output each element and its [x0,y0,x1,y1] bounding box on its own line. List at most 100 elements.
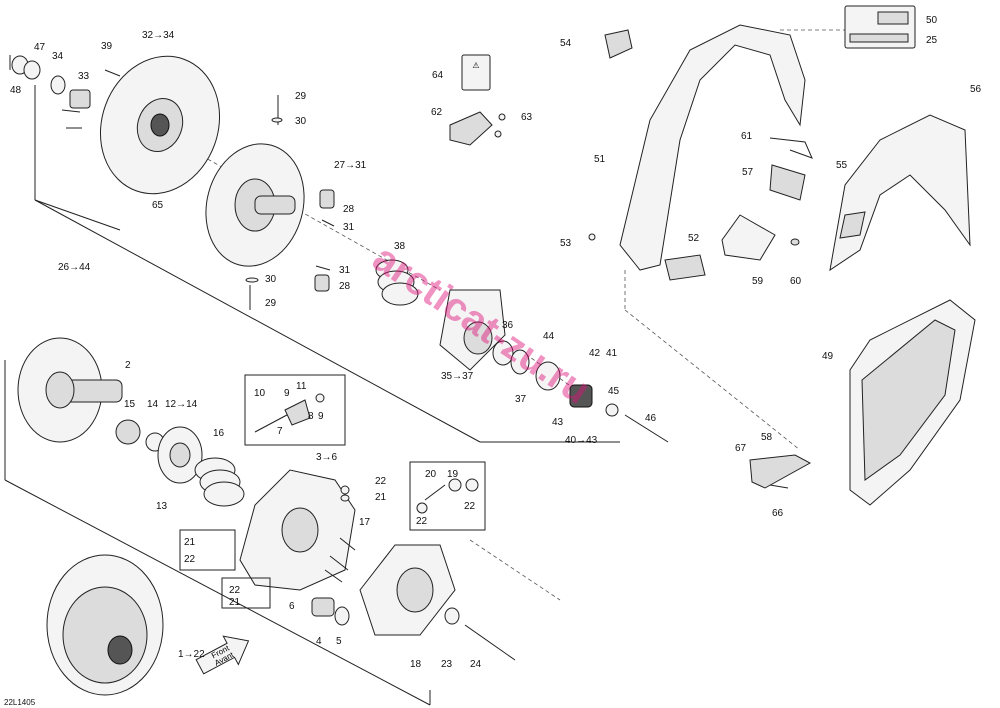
callout-59: 59 [752,276,764,287]
bracket-59 [721,214,800,261]
callout-30-bottom: 30 [265,274,277,285]
callout-43: 43 [552,417,564,428]
callout-55: 55 [836,160,848,171]
callout-41: 41 [606,348,618,359]
callout-8: 8 [308,411,314,422]
callout-58: 58 [761,432,773,443]
callout-5: 5 [336,636,342,647]
callout-62: 62 [431,107,443,118]
cover-12 [157,426,203,484]
figure-code: 22L1405 [4,698,36,707]
callout-9-a: 9 [284,388,290,399]
callout-12-14: 12→14 [165,399,198,410]
callout-46: 46 [645,413,657,424]
callout-32-34: 32→34 [142,30,175,41]
callout-16: 16 [213,428,225,439]
callout-13: 13 [156,501,168,512]
bracket-58 [749,454,812,489]
callout-39: 39 [101,41,113,52]
clip-61 [769,137,813,159]
movable-sheave-top [205,95,305,310]
callout-7: 7 [277,426,283,437]
callout-42: 42 [589,348,601,359]
drive-pulley-sheave [99,55,221,195]
callout-3-6: 3→6 [316,452,338,463]
callout-22-d: 22 [416,516,428,527]
spring-38 [375,259,419,306]
callout-38: 38 [394,241,406,252]
callout-21-b: 21 [184,537,196,548]
callout-54: 54 [560,38,572,49]
decals-25-50 [844,5,916,49]
lever-kit-box [244,374,346,446]
callout-21-a: 21 [375,492,387,503]
callout-28-top: 28 [343,204,355,215]
callout-15: 15 [124,399,136,410]
spider-assembly-35 [439,289,669,443]
callout-31-bottom: 31 [339,265,351,276]
callout-20: 20 [425,469,437,480]
callout-22-e: 22 [464,501,476,512]
callout-44: 44 [543,331,555,342]
callout-22-c: 22 [229,585,241,596]
callout-22-a: 22 [375,476,387,487]
callout-50: 50 [926,15,938,26]
callout-49: 49 [822,351,834,362]
callout-31-top: 31 [343,222,355,233]
callout-28-bottom: 28 [339,281,351,292]
callout-14: 14 [147,399,159,410]
callout-33: 33 [78,71,90,82]
decal-64: ⚠ [461,54,491,91]
callout-17: 17 [359,517,371,528]
callout-37: 37 [515,394,527,405]
callout-52: 52 [688,233,700,244]
callout-29-bottom: 29 [265,298,277,309]
callout-21-c: 21 [229,597,241,608]
callout-65: 65 [152,200,164,211]
drive-belt-49 [849,299,976,506]
callout-4: 4 [316,636,322,647]
callout-22-b: 22 [184,554,196,565]
watermark: arcticat-zu.ru [365,236,598,413]
callout-25: 25 [926,35,938,46]
callout-66: 66 [772,508,784,519]
driven-pulley-sheave-2 [17,337,123,443]
callout-29-top: 29 [295,91,307,102]
bolt-kit-box-20-19 [409,461,486,531]
svg-text:⚠: ⚠ [472,61,479,70]
callout-34: 34 [52,51,64,62]
callout-51: 51 [594,154,606,165]
spring-16 [194,457,245,507]
roller-4-5 [311,597,350,626]
callout-18: 18 [410,659,422,670]
callout-24: 24 [470,659,482,670]
callout-64: 64 [432,70,444,81]
callout-30-top: 30 [295,116,307,127]
callout-48: 48 [10,85,22,96]
callout-61: 61 [741,131,753,142]
bearing-15-14 [115,419,165,452]
callout-35-37: 35→37 [441,371,474,382]
callout-47: 47 [34,42,46,53]
bracket-57 [769,164,806,201]
callout-57: 57 [742,167,754,178]
driven-housing-3 [239,469,356,591]
callout-2: 2 [125,360,131,371]
belt-guard-51 [588,24,806,281]
callout-27-31: 27→31 [334,160,367,171]
callout-1-22: 1→22 [178,649,205,660]
callout-11: 11 [296,381,307,392]
callout-45: 45 [608,386,620,397]
rollers-top [314,189,335,292]
callout-labels: 47 48 34 33 39 32→34 29 30 27→31 65 28 3… [4,15,982,707]
callout-53: 53 [560,238,572,249]
callout-19: 19 [447,469,459,480]
callout-56: 56 [970,84,982,95]
callout-67: 67 [735,443,747,454]
small-washers-left [11,55,121,129]
driven-pulley-assembly-1 [46,554,164,696]
cam-18 [359,544,516,661]
callout-10: 10 [254,388,266,399]
callout-23: 23 [441,659,453,670]
